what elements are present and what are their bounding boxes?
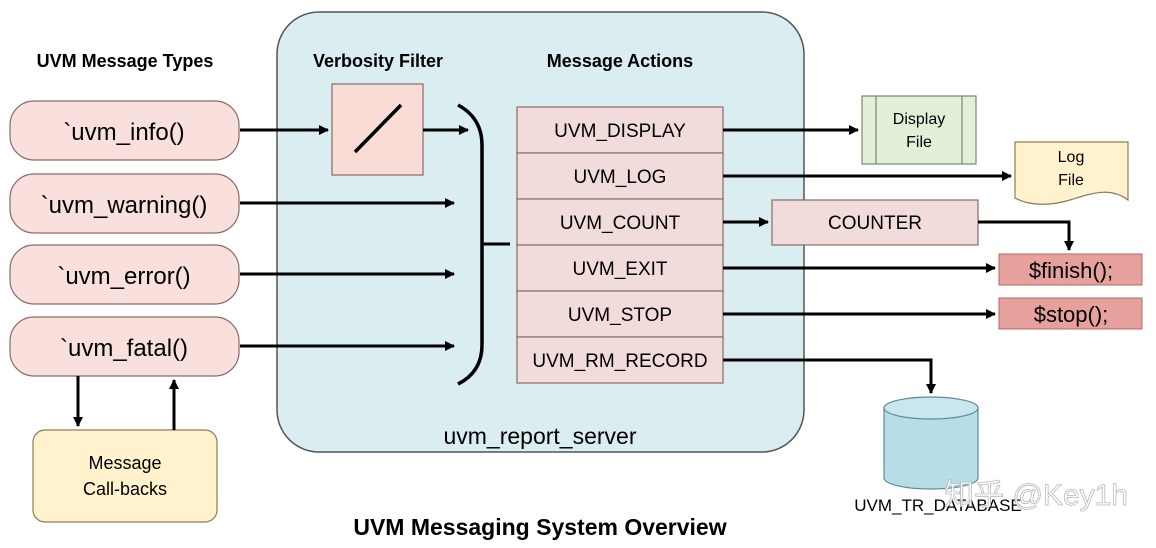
action-label: UVM_EXIT xyxy=(572,259,667,280)
stop-box: $stop(); xyxy=(998,297,1143,330)
message-type-info: `uvm_info() xyxy=(9,100,240,161)
message-type-label: `uvm_info() xyxy=(63,119,184,146)
record-to-database-arrow xyxy=(723,358,936,394)
svg-text:COUNTER: COUNTER xyxy=(828,213,922,234)
message-type-label: `uvm_warning() xyxy=(41,192,208,219)
svg-text:File: File xyxy=(1058,172,1084,189)
verbosity-filter-heading: Verbosity Filter xyxy=(313,51,443,71)
message-type-label: `uvm_error() xyxy=(57,263,190,290)
action-label: UVM_COUNT xyxy=(560,213,681,234)
finish-box: $finish(); xyxy=(998,253,1143,286)
action-count xyxy=(516,198,724,246)
action-label: UVM_DISPLAY xyxy=(554,121,686,142)
message-type-fatal: `uvm_fatal() xyxy=(9,316,240,377)
message-type-error: `uvm_error() xyxy=(9,244,240,305)
svg-text:$stop();: $stop(); xyxy=(1034,302,1109,327)
action-label: UVM_STOP xyxy=(568,305,672,326)
filter-slash-icon xyxy=(353,103,403,154)
action-stop xyxy=(516,290,724,338)
svg-text:Call-backs: Call-backs xyxy=(83,479,167,499)
actions-stack: UVM_DISPLAY UVM_LOG UVM_COUNT UVM_EXIT U… xyxy=(516,106,724,384)
database-label: UVM_TR_DATABASE xyxy=(854,496,1022,515)
counter-to-finish-arrow xyxy=(978,220,1074,251)
svg-text:$finish();: $finish(); xyxy=(1029,258,1113,283)
message-types-heading: UVM Message Types xyxy=(37,51,214,71)
svg-text:Log: Log xyxy=(1058,149,1085,166)
watermark: 知乎 @Key1h xyxy=(944,479,1128,512)
svg-text:Display: Display xyxy=(893,111,945,128)
display-file: Display File xyxy=(861,95,977,165)
message-type-label: `uvm_fatal() xyxy=(60,335,188,362)
action-rm-record xyxy=(516,336,724,384)
action-label: UVM_LOG xyxy=(574,167,667,188)
message-actions-heading: Message Actions xyxy=(547,51,693,71)
svg-text:File: File xyxy=(906,134,932,151)
counter-box: COUNTER xyxy=(771,199,979,246)
message-type-warning: `uvm_warning() xyxy=(9,173,240,234)
svg-text:Message: Message xyxy=(88,453,161,473)
database-cylinder xyxy=(883,396,979,490)
report-server-label: uvm_report_server xyxy=(443,423,636,449)
log-file: Log File xyxy=(1014,141,1129,205)
message-callbacks: Message Call-backs xyxy=(32,429,218,523)
action-label: UVM_RM_RECORD xyxy=(532,351,707,372)
verbosity-filter xyxy=(331,83,424,176)
diagram-caption: UVM Messaging System Overview xyxy=(353,514,726,540)
